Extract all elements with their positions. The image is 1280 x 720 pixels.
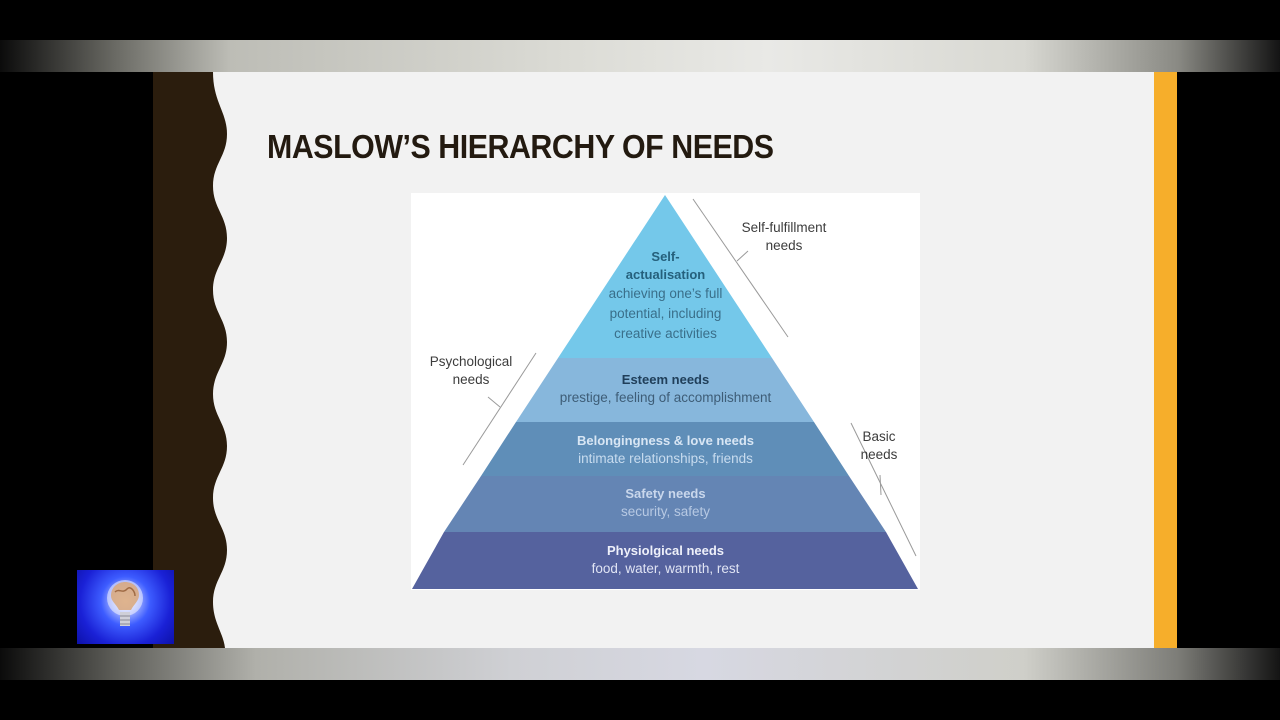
basic-bracket-line (850, 422, 917, 557)
level-heading: Self- (651, 249, 680, 264)
level-description: potential, including (609, 306, 722, 321)
level-description: achieving one’s full (608, 286, 723, 301)
level-belonging: Belongingness & love needs intimate rela… (411, 432, 920, 468)
self-fulfillment-pointer (736, 250, 749, 262)
psychological-pointer (487, 396, 501, 408)
top-letterbox-bar (0, 40, 1280, 72)
orange-accent-stripe (1154, 72, 1177, 648)
lightbulb-icon (107, 580, 143, 626)
pyramid-level-physiological (412, 532, 918, 589)
pyramid-level-esteem (516, 358, 814, 422)
level-description: creative activities (614, 326, 717, 341)
level-description: food, water, warmth, rest (591, 561, 740, 576)
level-heading: Physiolgical needs (606, 543, 725, 558)
level-self-actualisation: Self- actualisation achieving one’s full… (411, 248, 920, 344)
level-heading: Esteem needs (621, 372, 710, 387)
level-description: intimate relationships, friends (578, 451, 753, 466)
pyramid-level-belonging (481, 422, 849, 476)
brain-lightbulb-icon (77, 570, 174, 644)
label-basic-needs: Basic needs (860, 429, 898, 462)
level-description: prestige, feeling of accomplishment (559, 390, 772, 405)
pyramid-graphic (412, 195, 918, 589)
level-heading: Safety needs (625, 486, 706, 501)
label-psychological-needs: Psychological needs (429, 354, 513, 387)
basic-pointer (879, 474, 882, 496)
pyramid-level-safety (444, 476, 886, 532)
maslow-pyramid-diagram: Self- actualisation achieving one’s full… (411, 193, 920, 590)
level-description: security, safety (620, 504, 711, 519)
presentation-slide: MASLOW’S HIERARCHY OF NEEDS Self- actual… (153, 72, 1177, 648)
level-safety: Safety needs security, safety (411, 485, 920, 521)
slide-title: MASLOW’S HIERARCHY OF NEEDS (267, 128, 774, 165)
pyramid-level-self-actualisation (558, 195, 772, 358)
psychological-bracket-line (462, 352, 537, 466)
level-heading: actualisation (625, 267, 706, 282)
level-physiological: Physiolgical needs food, water, warmth, … (411, 542, 920, 578)
bottom-letterbox-bar (0, 648, 1280, 680)
level-esteem: Esteem needs prestige, feeling of accomp… (411, 371, 920, 407)
self-fulfillment-bracket-line (692, 198, 789, 338)
level-heading: Belongingness & love needs (577, 433, 754, 448)
label-self-fulfillment-needs: Self-fulfillment needs (741, 220, 827, 253)
wavy-left-band (153, 72, 227, 648)
